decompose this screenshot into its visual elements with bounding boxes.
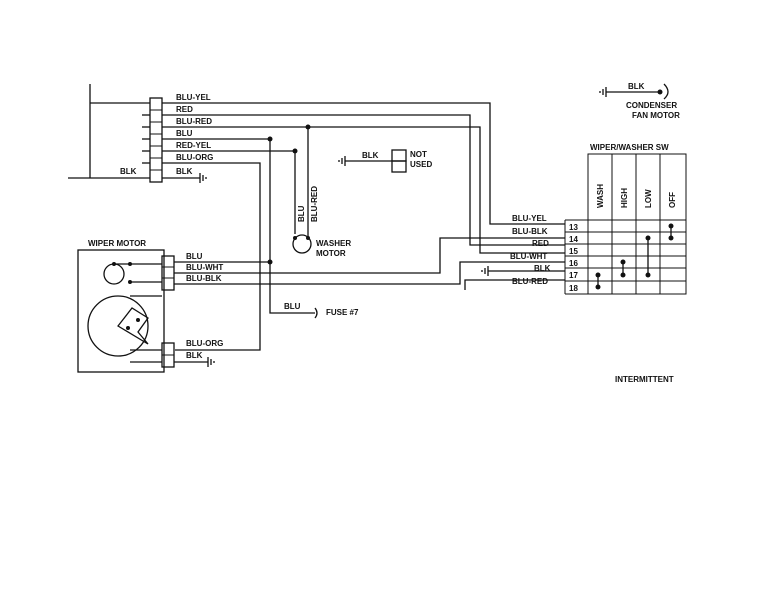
fuse-icon	[314, 307, 318, 319]
switch-wire-label: BLU-RED	[512, 277, 548, 286]
switch-wire-label: BLU-WHT	[510, 252, 547, 261]
not-used-label: NOT	[410, 150, 427, 159]
switch-position: HIGH	[620, 188, 629, 208]
ground-icon	[207, 357, 215, 367]
not-used-label: USED	[410, 160, 432, 169]
switch-pin: 18	[569, 284, 578, 293]
switch-wire-label: BLU-BLK	[512, 227, 548, 236]
top-wire-label: BLK	[176, 167, 193, 176]
not-used-wire-label: BLK	[362, 151, 379, 160]
condenser-fan-motor	[606, 83, 669, 100]
switch-pin: 13	[569, 223, 578, 232]
top-connector-left-wires	[90, 102, 150, 179]
wiper-motor-armature	[103, 262, 162, 285]
top-wire-label: BLU-RED	[176, 117, 212, 126]
wiper-motor-box	[77, 249, 165, 373]
ground-icon	[599, 87, 607, 97]
wiper-motor-wires	[174, 237, 565, 363]
condenser-label: CONDENSER	[626, 101, 677, 110]
washer-wire-label: BLU-RED	[310, 186, 319, 222]
switch-ground	[464, 266, 565, 290]
switch-pin: 17	[569, 271, 578, 280]
switch-title: WIPER/WASHER SW	[590, 143, 669, 152]
top-wire-label: RED-YEL	[176, 141, 211, 150]
switch-pin: 15	[569, 247, 578, 256]
switch-pin: 14	[569, 235, 578, 244]
washer-motor-label: WASHER	[316, 239, 351, 248]
ground-icon	[199, 173, 207, 183]
ground-icon	[338, 156, 346, 166]
motor-wire-label: BLU-ORG	[186, 339, 223, 348]
switch-wire-label: BLU-YEL	[512, 214, 547, 223]
top-connector-right-wires	[162, 102, 565, 351]
motor-wire-label: BLU-WHT	[186, 263, 223, 272]
wiper-washer-switch	[564, 153, 687, 295]
wiper-motor-park-switch	[87, 295, 162, 363]
fuse-label: FUSE #7	[326, 308, 359, 317]
switch-wire-label: BLK	[534, 264, 551, 273]
switch-position: LOW	[644, 189, 653, 208]
wiper-motor-label: WIPER MOTOR	[88, 239, 146, 248]
condenser-wire-label: BLK	[628, 82, 645, 91]
washer-motor-label: MOTOR	[316, 249, 346, 258]
left-blk-label: BLK	[120, 167, 137, 176]
fuse-wire-label: BLU	[284, 302, 301, 311]
not-used-connector	[345, 149, 407, 173]
motor-wire-label: BLU	[186, 252, 203, 261]
switch-pin: 16	[569, 259, 578, 268]
condenser-label: FAN MOTOR	[632, 111, 680, 120]
top-wire-label: BLU	[176, 129, 193, 138]
washer-motor	[292, 127, 312, 254]
washer-wire-label: BLU	[297, 205, 306, 222]
top-connector	[149, 97, 163, 183]
top-wire-label: BLU-ORG	[176, 153, 213, 162]
top-wire-label: RED	[176, 105, 193, 114]
motor-wire-label: BLU-BLK	[186, 274, 222, 283]
motor-wire-label: BLK	[186, 351, 203, 360]
switch-wire-label: RED	[532, 239, 549, 248]
top-wire-label: BLU-YEL	[176, 93, 211, 102]
intermittent-label: INTERMITTENT	[615, 375, 674, 384]
switch-position: OFF	[668, 192, 677, 208]
switch-position: WASH	[596, 184, 605, 208]
